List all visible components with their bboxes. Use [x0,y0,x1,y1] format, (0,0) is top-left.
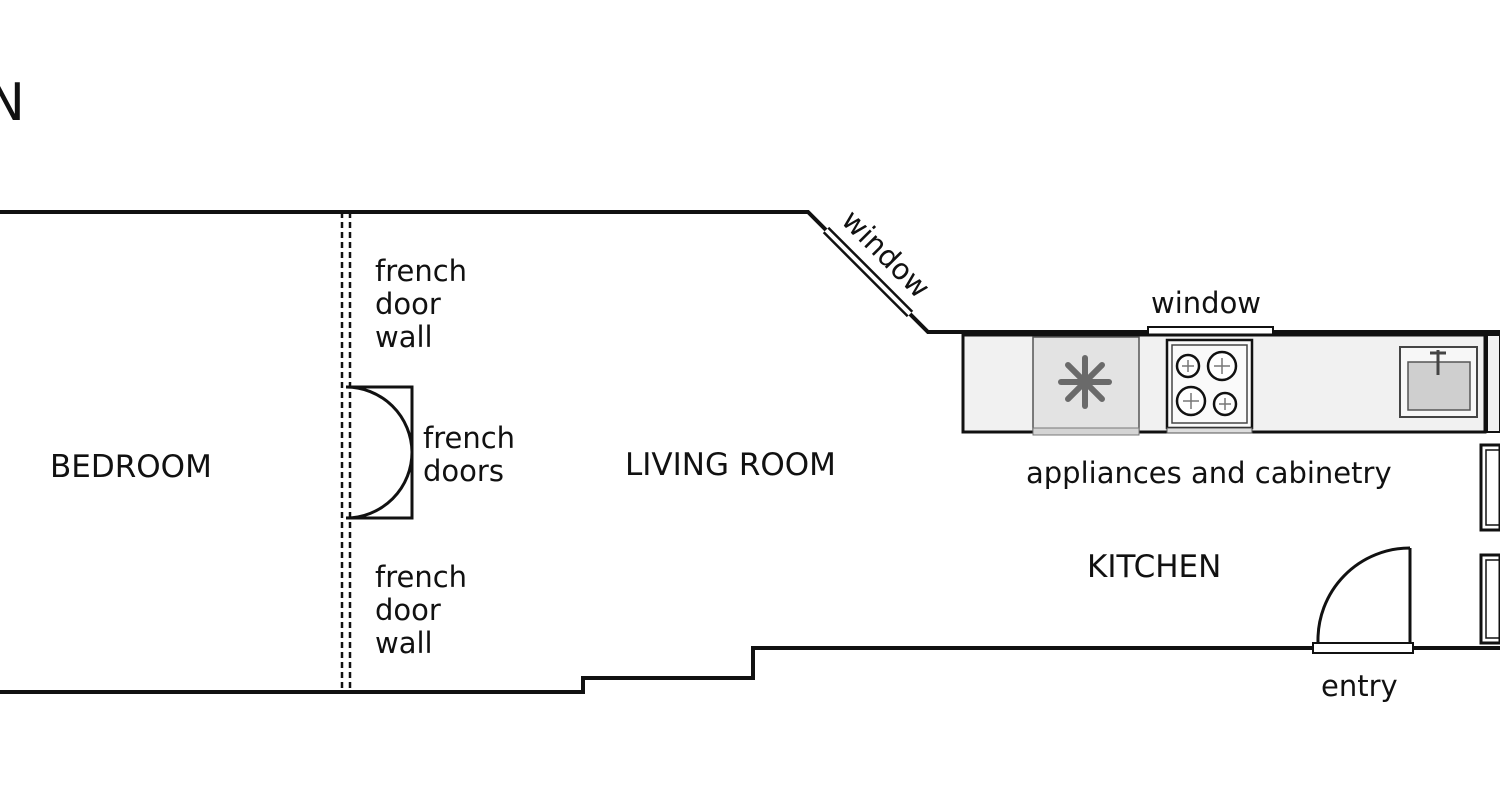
entry-door-symbol [1312,546,1414,654]
label-french-doors: french doors [423,421,524,488]
french-doors-symbol [345,385,414,520]
angled-window [822,226,914,318]
label-appliances: appliances and cabinetry [1026,456,1392,490]
right-edge-fixtures [1479,443,1500,645]
label-french-door-wall-top: french door wall [375,254,476,354]
french-door-wall [340,212,352,692]
plan-heading-fragment: N [0,73,25,133]
label-french-door-wall-bottom: french door wall [375,560,476,660]
room-label-bedroom: BEDROOM [50,449,212,485]
stove-icon [1165,338,1254,434]
sink-icon [1399,346,1478,418]
appliances-counter [961,333,1500,436]
label-entry: entry [1321,669,1398,703]
fan-icon [1032,336,1140,436]
room-label-kitchen: KITCHEN [1087,549,1221,585]
label-window-kitchen: window [1151,286,1261,320]
room-label-living-room: LIVING ROOM [625,447,836,483]
